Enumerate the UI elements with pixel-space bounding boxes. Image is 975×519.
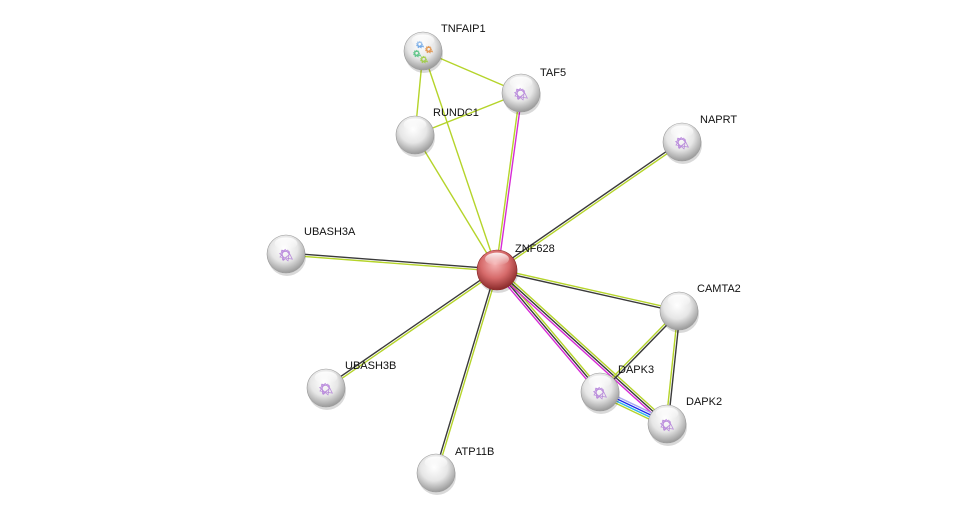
node-highlight [274,237,298,250]
edge-evidence-textmining [495,92,521,270]
node-rundc1[interactable]: RUNDC1 [395,107,479,157]
node-label: DAPK2 [686,396,722,408]
edge-evidence-textmining [436,270,499,474]
edge-tnfaip1-znf628[interactable] [422,50,498,271]
node-highlight [509,76,533,89]
edge-evidence-coexpression [495,140,682,270]
node-label: RUNDC1 [433,107,479,119]
protein-structure-icon [513,87,529,101]
edge-dapk2-znf628[interactable] [495,267,669,427]
node-znf628[interactable]: ZNF628 [476,243,555,293]
node-taf5[interactable]: TAF5 [501,67,566,115]
edge-evidence-experiments [497,93,523,271]
node-ubash3b[interactable]: UBASH3B [306,360,396,410]
node-naprt[interactable]: NAPRT [662,114,737,164]
node-label: ZNF628 [515,243,555,255]
node-label: UBASH3B [345,360,396,372]
node-label: DAPK3 [618,364,654,376]
edge-evidence-textmining [285,254,497,272]
edge-rundc1-znf628[interactable] [414,134,498,271]
edge-atp11b-znf628[interactable] [434,269,499,474]
edge-evidence-textmining [414,134,498,271]
node-label: NAPRT [700,114,737,126]
edge-naprt-znf628[interactable] [495,140,684,272]
node-camta2[interactable]: CAMTA2 [659,283,741,333]
node-label: ATP11B [455,446,494,458]
protein-structure-icon [278,248,294,262]
edge-evidence-coexpression [324,268,497,388]
node-tnfaip1[interactable]: TNFAIP1 [403,23,486,73]
node-highlight [667,294,691,307]
node-label: TAF5 [540,67,566,79]
node-label: CAMTA2 [697,283,741,295]
node-ubash3a[interactable]: UBASH3A [266,226,356,276]
edge-taf5-znf628[interactable] [495,92,523,271]
edge-evidence-experiments [495,271,666,427]
node-highlight [411,34,435,47]
edges-layer [285,50,684,474]
protein-structure-icon [659,418,675,432]
node-atp11b[interactable]: ATP11B [416,446,494,495]
edge-evidence-coexpression [496,269,668,425]
edge-evidence-textmining [498,268,603,392]
node-label: TNFAIP1 [441,23,486,35]
edge-evidence-coexpression [496,269,601,393]
edge-evidence-coexpression [496,270,679,313]
edge-dapk3-znf628[interactable] [494,268,603,394]
edge-ubash3a-znf628[interactable] [285,252,498,272]
edge-evidence-coexpression [286,252,498,270]
node-highlight [314,371,338,384]
edge-evidence-coexpression [434,269,497,473]
node-highlight [655,407,679,420]
node-highlight [424,456,448,469]
edge-evidence-textmining [326,270,499,390]
node-label: UBASH3A [304,226,356,238]
edge-evidence-textmining [498,267,669,423]
node-highlight [588,375,612,388]
edge-ubash3b-znf628[interactable] [324,268,499,390]
node-dapk2[interactable]: DAPK2 [647,396,722,446]
protein-structure-icon [592,386,608,400]
protein-structure-icon [674,136,690,150]
edge-evidence-experiments [494,270,599,394]
node-highlight [670,125,694,138]
edge-evidence-textmining [497,142,684,272]
edge-evidence-textmining [497,268,680,311]
edge-camta2-znf628[interactable] [496,268,680,313]
edge-evidence-textmining [422,50,498,271]
node-highlight [403,118,427,131]
protein-structure-icon [318,382,334,396]
node-dapk3[interactable]: DAPK3 [580,364,654,414]
node-highlight [485,252,509,266]
